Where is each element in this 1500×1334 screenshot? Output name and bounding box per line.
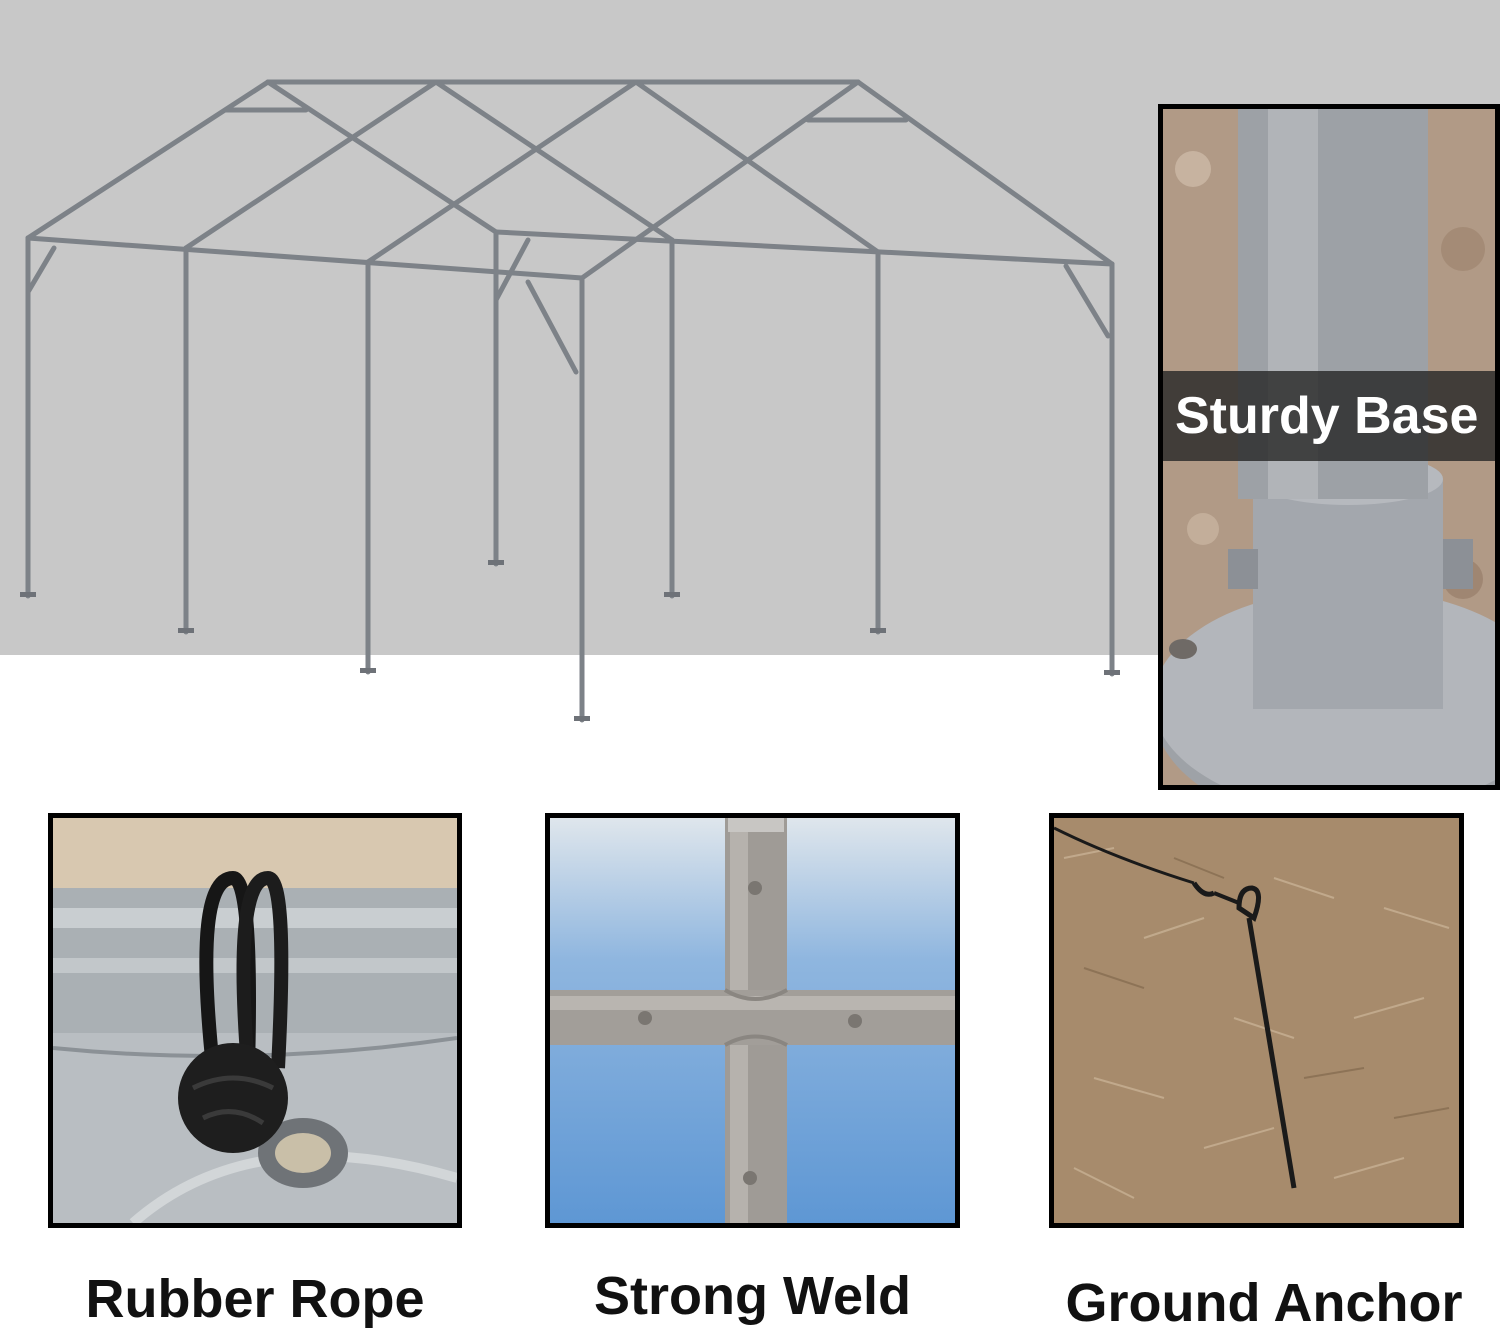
cross-joint-photo-icon [550,818,955,1223]
stake-photo-icon [1054,818,1459,1223]
ground-anchor-panel [1049,813,1464,1228]
strong-weld-caption: Strong Weld [594,1266,911,1326]
sturdy-base-label: Sturdy Base [1163,371,1495,461]
sturdy-base-panel: Sturdy Base [1158,104,1500,790]
rubber-rope-caption: Rubber Rope [85,1269,425,1329]
bungee-ball-photo-icon [53,818,457,1223]
canopy-frame-illustration [20,79,1120,723]
rubber-rope-panel [48,813,462,1228]
ground-anchor-caption: Ground Anchor [1065,1273,1463,1333]
strong-weld-panel [545,813,960,1228]
